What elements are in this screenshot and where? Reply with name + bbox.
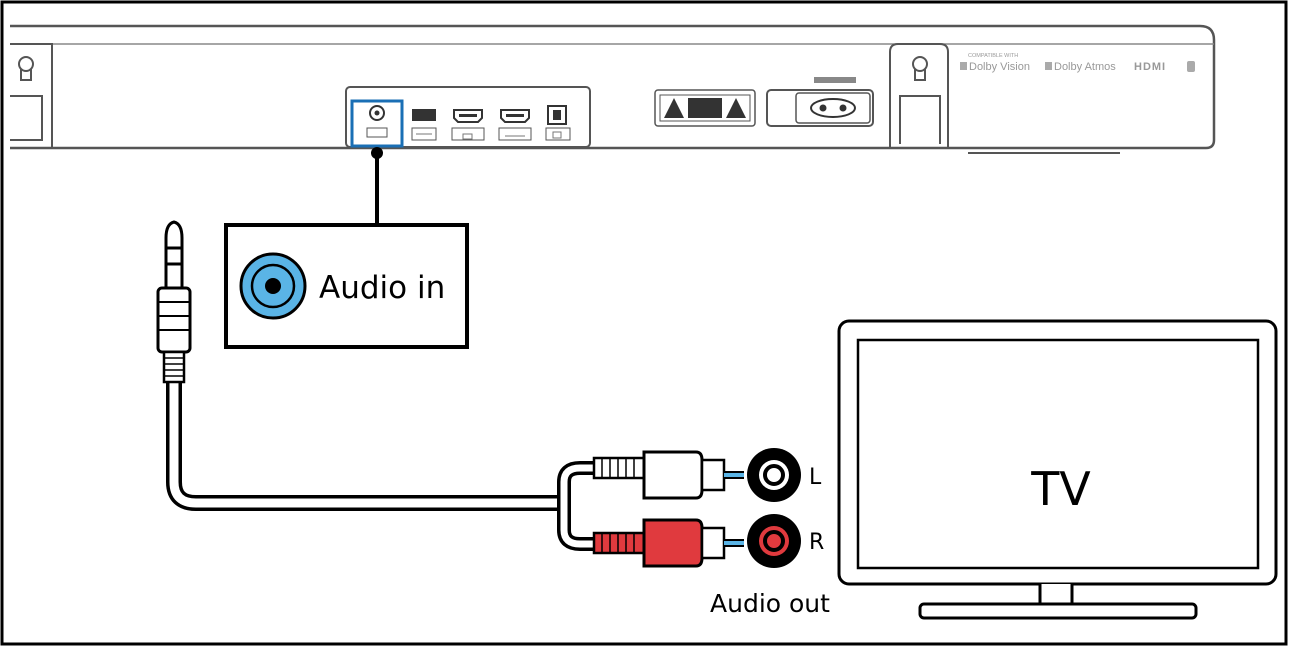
audio-in-port [366,105,388,138]
dolby-vision-logo: Dolby Vision [969,61,1030,73]
hdmi-in-port [451,109,485,141]
tv: TV [837,319,1278,620]
dolby-atmos-icon [1045,62,1052,70]
hdmi-earc-port [498,109,532,141]
plug-strain-relief [162,350,186,384]
audio-in-highlight [350,99,404,148]
plug-tip [164,220,184,292]
soundbar-body [10,24,1216,150]
connector-panel [345,86,591,148]
power-inlet [766,77,874,127]
audio-cable [166,380,598,551]
wall-mount-slot-left [10,43,53,148]
audio-in-callout: Audio in [224,147,469,349]
rca-plug-white [592,450,744,500]
optical-port [545,105,571,141]
dolby-atmos-logo: Dolby Atmos [1054,61,1116,73]
compatible-with-text: COMPATIBLE WITH [968,53,1018,59]
plug-body [156,286,192,354]
dolby-vision-icon [960,62,967,70]
compatibility-logos: COMPATIBLE WITH Dolby Vision Dolby Atmos… [960,53,1195,73]
tv-label: TV [1030,462,1091,516]
left-channel-label: L [809,465,822,490]
tv-screen [856,338,1260,570]
rca-plug-red [592,518,744,568]
audio-in-jack-icon [239,252,307,320]
q-symbol-icon [1187,61,1195,72]
hdmi-logo: HDMI [1134,61,1166,73]
usb-port [411,109,437,141]
mini-jack-plug [156,220,192,384]
soundbar: COMPATIBLE WITH Dolby Vision Dolby Atmos… [10,24,1216,154]
wall-mount-slot-right [889,43,949,148]
audio-out-label: Audio out [710,589,830,618]
audio-in-label: Audio in [319,270,445,306]
tv-audio-out-jack-left [747,448,801,502]
warning-label [654,89,756,127]
tv-stand-neck [1038,584,1074,606]
tv-audio-out-jack-right [747,514,801,568]
tv-stand-base [918,602,1198,620]
right-channel-label: R [809,530,824,555]
